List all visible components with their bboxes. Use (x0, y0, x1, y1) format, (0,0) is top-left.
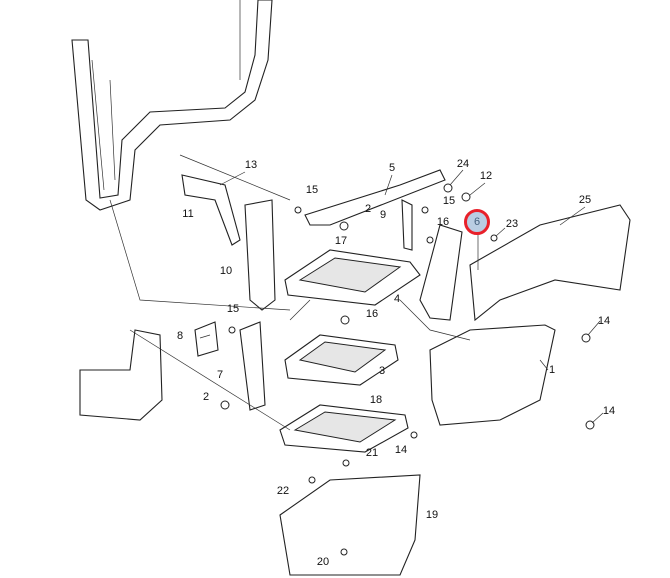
callout-7[interactable]: 7 (216, 369, 224, 381)
bracket-9 (401, 199, 413, 251)
step-4 (284, 249, 421, 306)
callout-15[interactable]: 15 (442, 195, 456, 207)
housing-1 (429, 324, 556, 426)
callout-18[interactable]: 18 (369, 394, 383, 406)
leader-lines (109, 154, 604, 431)
rail-5 (304, 169, 446, 226)
callout-16[interactable]: 16 (365, 308, 379, 320)
fender-25 (469, 204, 631, 322)
callout-19[interactable]: 19 (425, 509, 439, 521)
callout-17[interactable]: 17 (334, 235, 348, 247)
callout-14[interactable]: 14 (597, 315, 611, 327)
fasteners (220, 183, 595, 556)
callout-13[interactable]: 13 (244, 159, 258, 171)
callout-8[interactable]: 8 (176, 330, 184, 342)
body-fragment (79, 329, 163, 421)
callout-22[interactable]: 22 (276, 485, 290, 497)
callout-15[interactable]: 15 (305, 184, 319, 196)
bracket-10 (244, 199, 276, 311)
callout-9[interactable]: 9 (379, 209, 387, 221)
callout-4[interactable]: 4 (393, 293, 401, 305)
callout-14[interactable]: 14 (394, 444, 408, 456)
bracket-7 (239, 321, 266, 411)
bracket-8 (194, 321, 219, 357)
callout-2[interactable]: 2 (364, 203, 372, 215)
callout-24[interactable]: 24 (456, 158, 470, 170)
callout-1[interactable]: 1 (548, 364, 556, 376)
panel-19 (279, 474, 421, 576)
callout-5[interactable]: 5 (388, 162, 396, 174)
bracket-11 (181, 174, 241, 246)
callout-16[interactable]: 16 (436, 216, 450, 228)
step-18 (279, 404, 409, 453)
callout-2[interactable]: 2 (202, 391, 210, 403)
callout-6-highlighted[interactable]: 6 (464, 209, 490, 235)
door-frame (71, 0, 273, 211)
callout-12[interactable]: 12 (479, 170, 493, 182)
callout-23[interactable]: 23 (505, 218, 519, 230)
callout-21[interactable]: 21 (365, 447, 379, 459)
callout-20[interactable]: 20 (316, 556, 330, 568)
callout-25[interactable]: 25 (578, 194, 592, 206)
step-3 (284, 334, 399, 386)
callout-3[interactable]: 3 (378, 365, 386, 377)
callout-15[interactable]: 15 (226, 303, 240, 315)
support-6 (419, 224, 463, 321)
callout-11[interactable]: 11 (182, 208, 194, 220)
callout-10[interactable]: 10 (219, 265, 233, 277)
callout-14[interactable]: 14 (602, 405, 616, 417)
